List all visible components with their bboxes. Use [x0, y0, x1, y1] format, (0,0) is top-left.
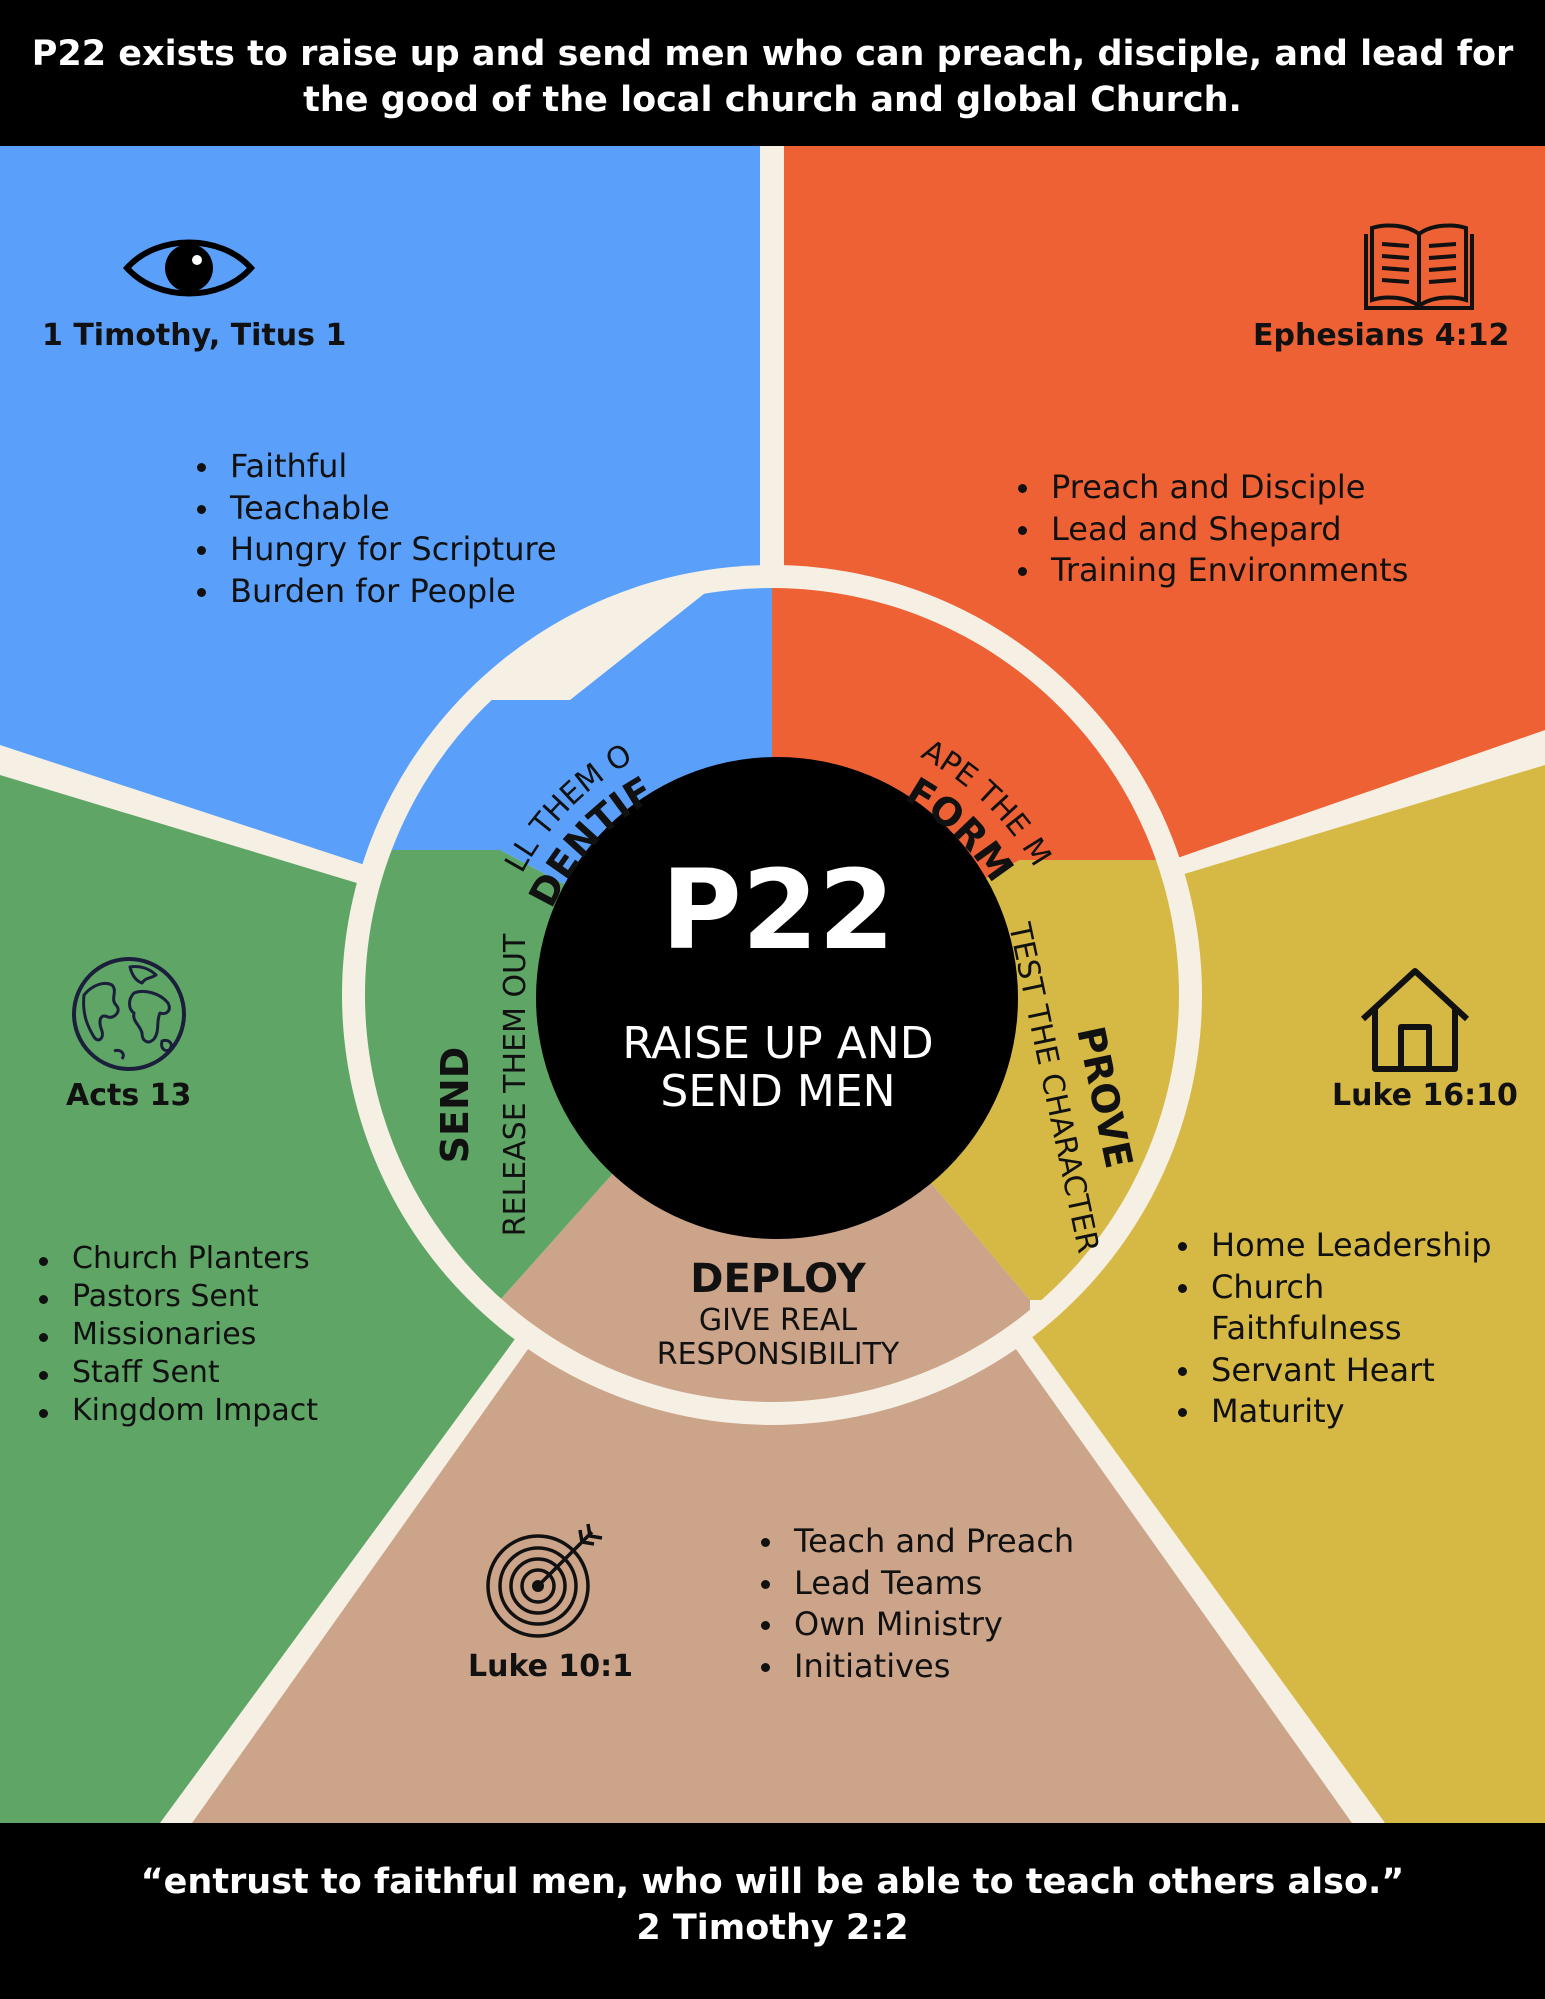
list-item: Hungry for Scripture	[192, 529, 557, 571]
header-line-2: the good of the local church and global …	[303, 80, 1242, 120]
footer-quote: “entrust to faithful men, who will be ab…	[140, 1862, 1405, 1902]
list-item: Faithful	[192, 446, 557, 488]
list-item: Church	[1173, 1267, 1492, 1309]
prove-bullet-list: Home Leadership Church Faithfulness Serv…	[1173, 1225, 1492, 1433]
deploy-reference: Luke 10:1	[468, 1649, 634, 1684]
globe-icon	[72, 957, 186, 1071]
target-arrow-icon	[486, 1523, 603, 1638]
house-icon	[1360, 968, 1470, 1072]
identify-bullet-list: Faithful Teachable Hungry for Scripture …	[192, 446, 557, 612]
list-item: Training Environments	[1013, 550, 1408, 592]
list-item: Teach and Preach	[756, 1521, 1074, 1563]
list-item: Kingdom Impact	[34, 1392, 318, 1430]
prove-reference: Luke 16:10	[1332, 1078, 1518, 1113]
form-bullet-list: Preach and Disciple Lead and Shepard Tra…	[1013, 467, 1408, 592]
list-item: Home Leadership	[1173, 1225, 1492, 1267]
list-item: Pastors Sent	[34, 1278, 318, 1316]
list-item: Preach and Disciple	[1013, 467, 1408, 509]
list-item: Staff Sent	[34, 1354, 318, 1392]
center-title: P22	[661, 846, 895, 974]
center-disc	[536, 757, 1018, 1239]
list-item: Own Ministry	[756, 1604, 1074, 1646]
list-item: Lead Teams	[756, 1563, 1074, 1605]
deploy-stage-subtitle-line2: RESPONSIBILITY	[657, 1337, 900, 1372]
footer-banner: “entrust to faithful men, who will be ab…	[0, 1823, 1545, 1999]
center-subtitle-line1: RAISE UP AND	[622, 1018, 933, 1069]
list-item: Maturity	[1173, 1391, 1492, 1433]
list-item: Faithfulness	[1211, 1309, 1402, 1347]
list-item: Initiatives	[756, 1646, 1074, 1688]
send-reference: Acts 13	[66, 1078, 192, 1113]
eye-icon	[123, 239, 255, 297]
deploy-stage-subtitle-line1: GIVE REAL	[699, 1303, 857, 1338]
list-item: Lead and Shepard	[1013, 509, 1408, 551]
header-banner: P22 exists to raise up and send men who …	[0, 0, 1545, 146]
list-item: Teachable	[192, 488, 557, 530]
send-stage-subtitle: RELEASE THEM OUT	[498, 933, 533, 1236]
deploy-bullet-list: Teach and Preach Lead Teams Own Ministry…	[756, 1521, 1074, 1687]
identify-reference: 1 Timothy, Titus 1	[42, 318, 347, 353]
center-subtitle-line2: SEND MEN	[660, 1066, 895, 1117]
list-item: Missionaries	[34, 1316, 318, 1354]
deploy-stage-title: DEPLOY	[690, 1256, 866, 1302]
header-line-1: P22 exists to raise up and send men who …	[31, 34, 1514, 74]
open-book-icon	[1364, 223, 1474, 310]
send-stage-title: SEND	[433, 1047, 477, 1164]
footer-citation: 2 Timothy 2:2	[636, 1908, 909, 1948]
list-item: Burden for People	[192, 571, 557, 613]
list-item: Servant Heart	[1173, 1350, 1492, 1392]
form-reference: Ephesians 4:12	[1253, 318, 1510, 353]
list-item: Church Planters	[34, 1240, 318, 1278]
send-bullet-list: Church Planters Pastors Sent Missionarie…	[34, 1240, 318, 1430]
